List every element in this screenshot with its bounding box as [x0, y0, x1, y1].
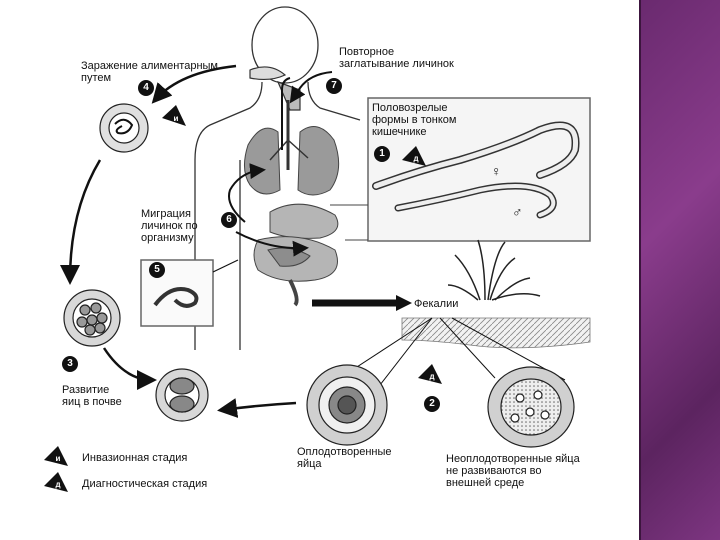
label-larval-migration: Миграция личинок по организму: [141, 208, 198, 244]
step-badge-5: 5: [149, 262, 165, 278]
label-feces: Фекалии: [414, 298, 458, 310]
stage-letter-i: и: [51, 454, 65, 463]
legend-invasive-stage: Инвазионная стадия: [82, 452, 187, 464]
egg-infective: [100, 104, 148, 152]
egg-morula: [64, 290, 120, 346]
step-badge-7: 7: [326, 78, 342, 94]
stage-letter-d: д: [409, 154, 423, 163]
egg-two-cell: [156, 369, 208, 421]
soil-grass: [402, 240, 590, 348]
label-reswallow-larvae: Повторное заглатывание личинок: [339, 46, 454, 70]
label-alimentary-infection: Заражение алиментарным путем: [81, 60, 218, 84]
step-badge-6: 6: [221, 212, 237, 228]
stage-letter-i: и: [169, 114, 183, 123]
side-decor-panel: [641, 0, 720, 540]
female-symbol: ♀: [491, 165, 502, 177]
stage-letter-d: д: [51, 480, 65, 489]
step-badge-3: 3: [62, 356, 78, 372]
label-soil-development: Развитие яиц в почве: [62, 384, 122, 408]
lungs: [244, 100, 338, 195]
step-badge-2: 2: [424, 396, 440, 412]
mouth-region: [250, 67, 300, 110]
stage-letter-d: д: [425, 372, 439, 381]
male-symbol: ♂: [512, 206, 523, 218]
label-unfertilized-eggs: Неоплодотворенные яйца не развиваются во…: [446, 453, 580, 489]
step-badge-1: 1: [374, 146, 390, 162]
egg-fertilized: [307, 365, 387, 445]
egg-unfertilized: [488, 367, 574, 447]
legend-diagnostic-stage: Диагностическая стадия: [82, 478, 207, 490]
label-fertilized-eggs: Оплодотворенные яйца: [297, 446, 392, 470]
intestines: [254, 204, 338, 305]
label-adult-forms: Половозрелые формы в тонком кишечнике: [372, 102, 456, 138]
